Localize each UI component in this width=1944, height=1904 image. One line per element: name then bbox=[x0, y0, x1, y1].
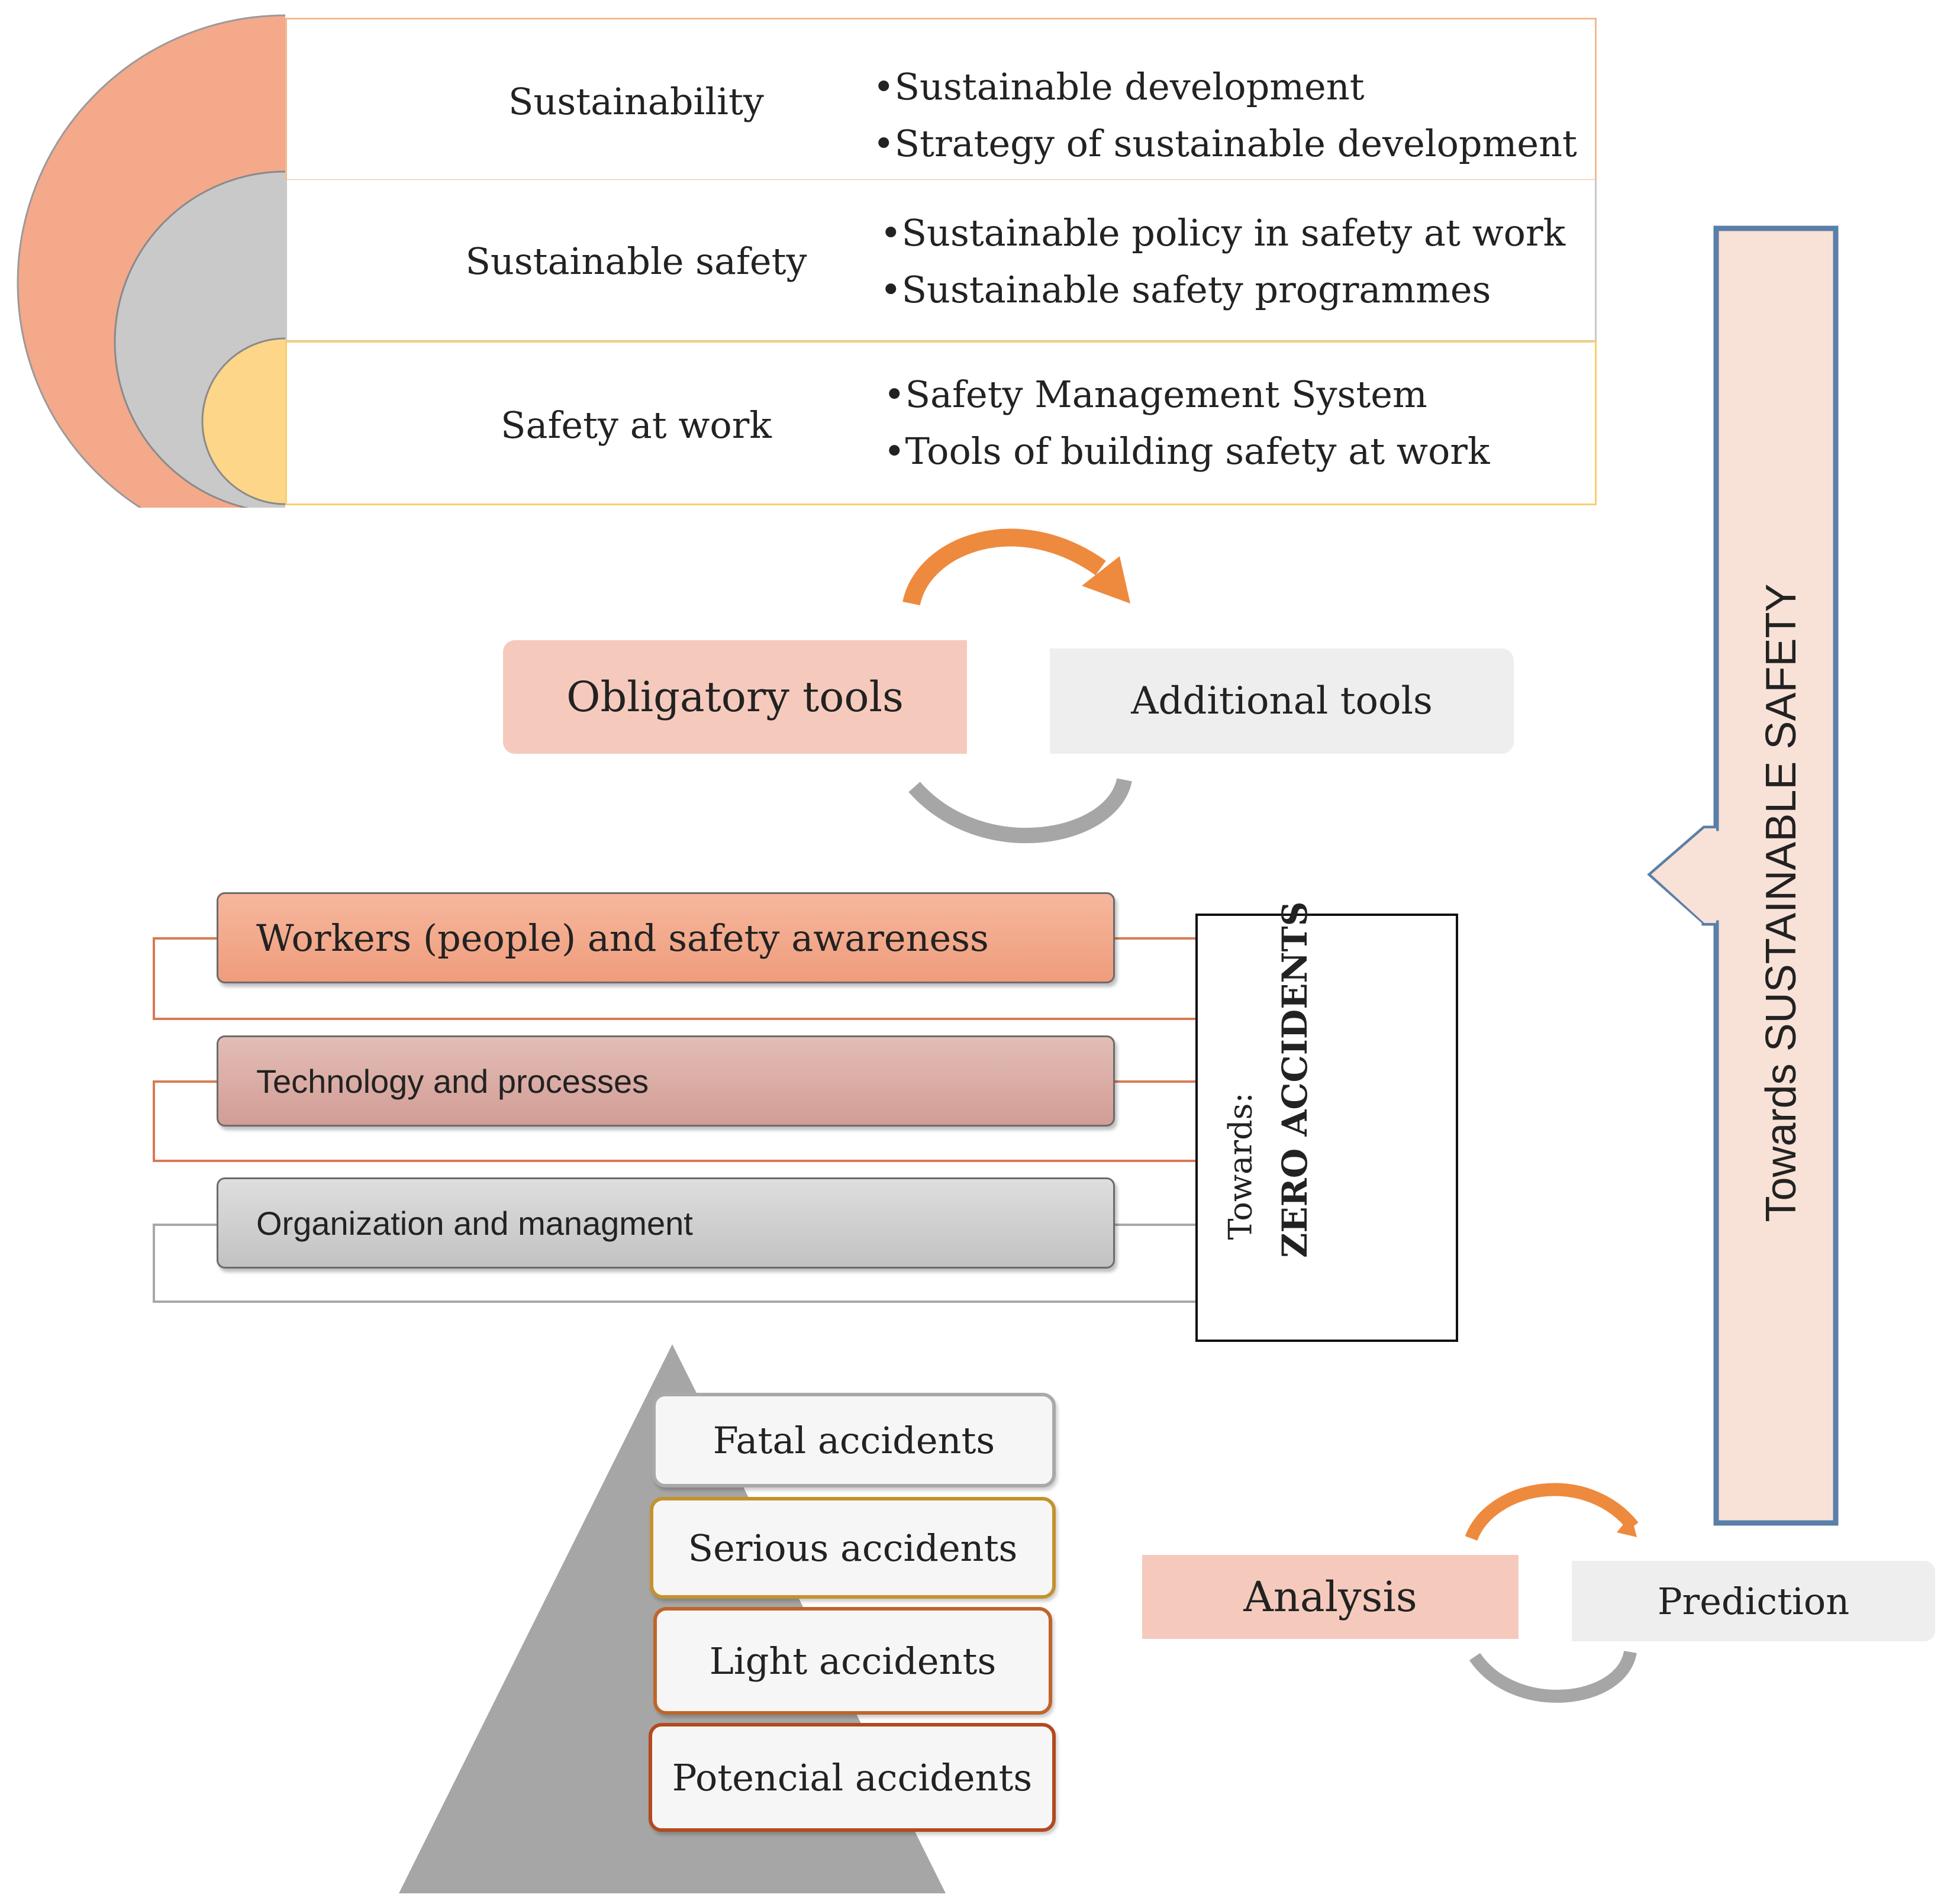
bullet-item: •Safety Management System bbox=[884, 373, 1427, 416]
bullet-item: •Sustainable policy in safety at work bbox=[880, 211, 1566, 254]
factor-organization: Organization and managment bbox=[217, 1177, 1115, 1269]
zero-accidents-box: Towards: ZERO ACCIDENTS bbox=[1195, 901, 1458, 1342]
pyramid-serious-accidents: Serious accidents bbox=[650, 1497, 1056, 1599]
pyramid-potencial-accidents: Potencial accidents bbox=[649, 1723, 1056, 1832]
bullet-item: •Sustainable safety programmes bbox=[880, 268, 1491, 311]
level-bullets-sustainable-safety: •Sustainable policy in safety at work •S… bbox=[880, 205, 1565, 318]
obligatory-tools-box: Obligatory tools bbox=[503, 640, 967, 754]
connector-technology bbox=[153, 1080, 1198, 1162]
orange-cycle-arrow-bottom bbox=[1465, 1483, 1639, 1541]
sustainability-arcs bbox=[17, 14, 285, 508]
analysis-box: Analysis bbox=[1142, 1555, 1519, 1639]
factor-technology: Technology and processes bbox=[217, 1035, 1115, 1127]
level-bullets-sustainability: •Sustainable development •Strategy of su… bbox=[873, 59, 1577, 172]
pyramid-light-accidents: Light accidents bbox=[653, 1607, 1052, 1715]
level-row-sustainable-safety: Sustainable safety •Sustainable policy i… bbox=[285, 180, 1597, 342]
additional-tools-box: Additional tools bbox=[1050, 648, 1514, 754]
orange-arrowhead-top bbox=[1082, 556, 1130, 604]
connector-organization bbox=[153, 1224, 1198, 1303]
zero-towards-label: Towards: bbox=[1221, 1092, 1259, 1240]
level-label-sustainability: Sustainability bbox=[508, 79, 764, 123]
level-bullets-safety-at-work: •Safety Management System •Tools of buil… bbox=[884, 366, 1490, 480]
factor-workers: Workers (people) and safety awareness bbox=[217, 892, 1115, 983]
bullet-item: •Strategy of sustainable development bbox=[873, 122, 1577, 165]
safety-at-work-arc bbox=[201, 337, 285, 505]
zero-accidents-title: ZERO ACCIDENTS bbox=[1275, 901, 1315, 1258]
gray-cycle-arrow-bottom bbox=[1469, 1650, 1637, 1703]
level-row-safety-at-work: Safety at work •Safety Management System… bbox=[285, 341, 1597, 505]
connector-workers bbox=[153, 937, 1198, 1020]
level-label-sustainable-safety: Sustainable safety bbox=[465, 239, 807, 283]
bullet-item: •Tools of building safety at work bbox=[884, 430, 1490, 473]
bullet-item: •Sustainable development bbox=[873, 65, 1365, 108]
sustainable-safety-label: Towards SUSTAINABLE SAFETY bbox=[1758, 583, 1805, 1222]
pyramid-fatal-accidents: Fatal accidents bbox=[652, 1393, 1056, 1487]
level-label-safety-at-work: Safety at work bbox=[501, 403, 772, 447]
prediction-box: Prediction bbox=[1572, 1561, 1935, 1641]
gray-cycle-arrow-top bbox=[908, 777, 1132, 844]
orange-cycle-arrow-top bbox=[902, 528, 1106, 606]
level-row-sustainability: Sustainability •Sustainable development … bbox=[285, 18, 1597, 181]
